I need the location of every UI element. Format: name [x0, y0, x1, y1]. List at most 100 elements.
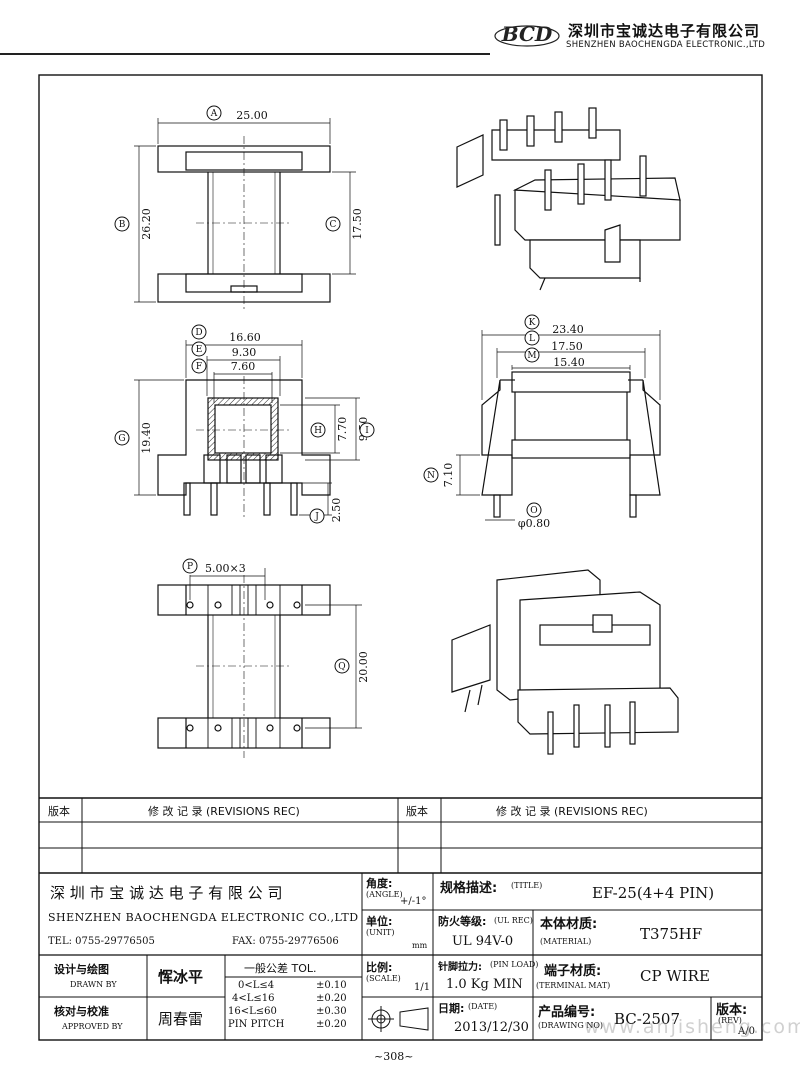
- front-view: [134, 340, 360, 520]
- dimension-callouts: A B C D E F G H I J K L M N O P Q: [114, 105, 542, 674]
- callout-l: L: [529, 334, 535, 344]
- tb-drawing-en: (DRAWING NO): [538, 1021, 604, 1030]
- header-rule: [0, 53, 490, 55]
- tb-title-en: (TITLE): [511, 881, 543, 890]
- tb-date-en: (DATE): [468, 1002, 498, 1011]
- tb-tol-range-4: PIN PITCH: [228, 1019, 285, 1030]
- callout-o: O: [530, 506, 537, 516]
- technical-drawings: 25.00 26.20 17.50: [134, 107, 681, 758]
- dim-a-value: 25.00: [236, 109, 268, 122]
- tb-title-label: 规格描述:: [440, 881, 498, 896]
- tb-drawing-value: BC-2507: [614, 1010, 681, 1028]
- callout-a: A: [210, 109, 218, 119]
- tb-rev-en: (REV): [718, 1016, 742, 1025]
- top-view: [134, 118, 356, 310]
- tb-company-en: SHENZHEN BAOCHENGDA ELECTRONIC CO.,LTD: [48, 911, 359, 924]
- callout-k: K: [529, 318, 536, 328]
- rev-header-left: 修 改 记 录 (REVISIONS REC): [148, 805, 300, 818]
- tb-tol-value-4: ±0.20: [316, 1019, 347, 1030]
- logo-text: BCD: [501, 22, 553, 46]
- isometric-view-top: [456, 107, 681, 291]
- tb-scale-value: 1/1: [414, 982, 431, 993]
- tb-angle-en: (ANGLE): [366, 890, 403, 899]
- tb-angle-label: 角度:: [366, 877, 393, 890]
- dim-e-value: 9.30: [232, 346, 257, 359]
- tb-tol-range-1: 0<L≤4: [238, 980, 275, 991]
- side-view: [456, 330, 661, 521]
- watermark: www.anjisheng.com: [584, 1016, 800, 1038]
- tb-unit-en: (UNIT): [366, 928, 395, 937]
- dim-f-value: 7.60: [231, 360, 256, 373]
- tb-angle-value: +/-1°: [400, 896, 427, 907]
- tb-date-value: 2013/12/30: [454, 1020, 529, 1035]
- bottom-view: [157, 568, 362, 758]
- page-number: ~308~: [374, 1050, 414, 1063]
- dim-q-value: 20.00: [357, 651, 370, 683]
- tb-company-cn: 深 圳 市 宝 诚 达 电 子 有 限 公 司: [50, 884, 283, 902]
- callout-p: P: [187, 562, 193, 572]
- rev-label-right: 版本: [406, 805, 428, 818]
- callout-d: D: [195, 328, 202, 338]
- tb-drawn-value: 恽冰平: [158, 968, 204, 986]
- projection-symbol: [368, 1006, 429, 1032]
- tb-material-en: (MATERIAL): [540, 937, 592, 946]
- rev-header-right: 修 改 记 录 (REVISIONS REC): [496, 805, 648, 818]
- rev-label-left: 版本: [48, 805, 70, 818]
- tb-drawn-label: 设计与绘图: [54, 963, 109, 976]
- tb-rev-value: A/0: [738, 1026, 755, 1037]
- tb-material-value: T375HF: [640, 925, 703, 943]
- callout-i: I: [365, 426, 369, 436]
- callout-h: H: [314, 426, 322, 436]
- tb-fire-en: (UL REC): [494, 916, 533, 925]
- tb-drawn-en: DRAWN BY: [70, 980, 117, 989]
- tb-scale-label: 比例:: [366, 961, 393, 974]
- tb-approved-en: APPROVED BY: [62, 1022, 123, 1031]
- header-company-cn: 深圳市宝诚达电子有限公司: [568, 22, 761, 40]
- dim-c-value: 17.50: [351, 208, 364, 240]
- tb-tol-range-3: 16<L≤60: [228, 1006, 277, 1017]
- tb-fire-value: UL 94V-0: [452, 934, 514, 949]
- tb-approved-value: 周春雷: [158, 1010, 204, 1028]
- tb-tol-value-2: ±0.20: [316, 993, 347, 1004]
- tb-terminal-label: 端子材质:: [544, 964, 602, 979]
- header: BCD 深圳市宝诚达电子有限公司 SHENZHEN BAOCHENGDA ELE…: [0, 0, 800, 70]
- dim-o-value: φ0.80: [518, 517, 550, 530]
- tb-unit-value: mm: [412, 941, 428, 950]
- tb-tol-value-3: ±0.30: [316, 1006, 347, 1017]
- callout-n: N: [427, 471, 435, 481]
- company-logo: BCD: [494, 22, 560, 47]
- tb-pin-en: (PIN LOAD): [490, 960, 539, 969]
- dim-j-value: 2.50: [330, 498, 343, 523]
- tb-terminal-value: CP WIRE: [640, 967, 710, 985]
- dim-k-value: 23.40: [552, 323, 584, 336]
- isometric-view-bottom: [451, 569, 679, 755]
- tb-fax: FAX: 0755-29776506: [232, 936, 339, 947]
- tb-pin-value: 1.0 Kg MIN: [446, 977, 523, 992]
- dim-h-value: 7.70: [336, 417, 349, 442]
- tb-date-label: 日期:: [438, 1002, 465, 1015]
- dim-n-value: 7.10: [442, 463, 455, 488]
- callout-c: C: [330, 220, 337, 230]
- dim-b-value: 26.20: [140, 208, 153, 240]
- callout-m: M: [527, 351, 536, 361]
- header-company-en: SHENZHEN BAOCHENGDA ELECTRONIC.,LTD: [566, 40, 766, 50]
- callout-q: Q: [338, 662, 345, 672]
- callout-j: J: [314, 512, 319, 522]
- tb-material-label: 本体材质:: [540, 917, 598, 932]
- tb-drawing-label: 产品编号:: [538, 1005, 596, 1020]
- tb-tol-range-2: 4<L≤16: [232, 993, 275, 1004]
- callout-f: F: [196, 362, 202, 372]
- dim-d-value: 16.60: [229, 331, 261, 344]
- tb-pin-label: 针脚拉力:: [438, 962, 482, 973]
- tb-tel: TEL: 0755-29776505: [48, 936, 155, 947]
- tb-terminal-en: (TERMINAL MAT): [536, 981, 611, 990]
- dim-p-value: 5.00×3: [205, 562, 246, 575]
- tb-scale-en: (SCALE): [366, 974, 401, 983]
- tb-title-value: EF-25(4+4 PIN): [592, 884, 715, 902]
- tb-approved-label: 核对与校准: [54, 1005, 109, 1018]
- dim-m-value: 15.40: [553, 356, 585, 369]
- tb-unit-label: 单位:: [366, 915, 393, 928]
- dim-l-value: 17.50: [551, 340, 583, 353]
- tb-tol-value-1: ±0.10: [316, 980, 347, 991]
